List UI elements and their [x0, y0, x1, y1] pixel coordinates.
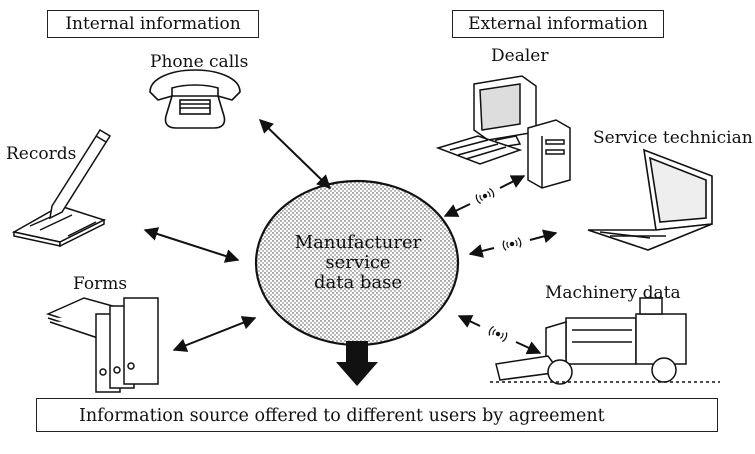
output-arrow	[336, 341, 378, 386]
telephone-icon	[149, 69, 241, 129]
forms-label: Forms	[73, 274, 128, 294]
notebook-pen-icon	[11, 128, 112, 248]
harvester-icon	[490, 297, 720, 385]
binders-icon	[45, 297, 159, 393]
arrow-technician	[468, 229, 558, 258]
wireless-icon-dealer	[475, 187, 495, 205]
dealer-label: Dealer	[491, 46, 549, 66]
hub-line-2: service	[325, 252, 391, 273]
arrow-forms	[172, 316, 257, 352]
desktop-computer-icon	[435, 75, 571, 189]
output-box: Information source offered to different …	[36, 398, 718, 432]
arrow-dealer	[443, 175, 526, 217]
laptop-icon	[587, 148, 713, 251]
machinery-data-label: Machinery data	[545, 283, 681, 303]
hub-line-3: data base	[313, 272, 403, 293]
arrow-records	[143, 227, 240, 263]
internal-information-header: Internal information	[47, 10, 259, 38]
phone-calls-label: Phone calls	[150, 52, 249, 72]
wireless-icon-machinery	[488, 325, 508, 343]
hub-line-1: Manufacturer	[294, 232, 422, 253]
arrow-phone	[258, 119, 332, 189]
records-label: Records	[6, 144, 77, 164]
database-hub-label: Manufacturer service data base	[258, 233, 458, 293]
wireless-icon-technician	[502, 237, 522, 251]
service-technician-label: Service technician	[593, 128, 753, 148]
arrow-machinery	[457, 315, 542, 355]
external-information-header: External information	[452, 10, 664, 38]
